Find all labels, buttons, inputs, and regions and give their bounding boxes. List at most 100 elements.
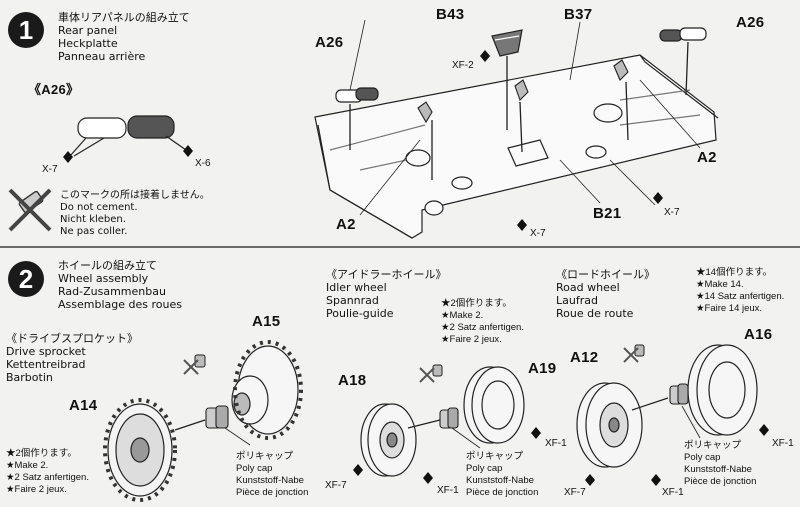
polycap-1-jp: ポリキャップ [236, 451, 294, 462]
make-14-note: ★14個作ります。 ★Make 14. ★14 Satz anfertigen.… [696, 267, 784, 315]
idler-fr: Poulie-guide [326, 307, 394, 320]
paint-label-xf7-b: XF-7 [564, 487, 586, 498]
polycap-note-2: ポリキャップ Poly cap Kunststoff-Nabe Pièce de… [466, 451, 538, 499]
lower-socket [424, 200, 444, 216]
no-cement-marks [183, 347, 639, 383]
paint-drop-xf1-a [423, 472, 433, 484]
paint-label-x7-b: X-7 [664, 207, 680, 218]
paint-drop-x7-c [517, 219, 527, 231]
paint-drop-xf7-a [353, 464, 363, 476]
make-2-idler-fr: ★Faire 2 jeux. [441, 334, 502, 345]
polycap-2 [439, 407, 459, 429]
a2-hooks [417, 59, 629, 124]
part-label-a19: A19 [528, 360, 557, 377]
polycap-1 [205, 405, 229, 429]
polycap-3-fr: Pièce de jonction [684, 476, 757, 487]
part-label-a26-right: A26 [736, 14, 765, 31]
drive-sprocket-a14 [103, 398, 177, 502]
b21-bracket [507, 139, 549, 167]
no-cement-fr: Ne pas coller. [60, 226, 128, 237]
road-jp: 《ロードホイール》 [556, 268, 655, 281]
idler-en: Idler wheel [326, 281, 387, 294]
make-2-idler-de: ★2 Satz anfertigen. [441, 322, 524, 333]
paint-label-xf7-a: XF-7 [325, 480, 347, 491]
paint-label-xf1-a: XF-1 [437, 485, 459, 496]
polycap-note-1: ポリキャップ Poly cap Kunststoff-Nabe Pièce de… [236, 451, 308, 499]
no-cement-en: Do not cement. [60, 202, 138, 213]
make-2-idler-note: ★2個作ります。 ★Make 2. ★2 Satz anfertigen. ★F… [441, 298, 524, 346]
sprocket-heading: 《ドライブスプロケット》 Drive sprocket Kettentreibr… [6, 332, 138, 384]
sprocket-fr: Barbotin [6, 371, 53, 384]
polycap-note-3: ポリキャップ Poly cap Kunststoff-Nabe Pièce de… [684, 440, 756, 488]
part-label-b21: B21 [593, 205, 622, 222]
make-2-sprocket-en: ★Make 2. [6, 460, 49, 471]
paint-drop-x7-a [63, 151, 73, 163]
part-label-a18: A18 [338, 372, 367, 389]
polycap-2-de: Kunststoff-Nabe [466, 475, 534, 486]
idler-heading: 《アイドラーホイール》 Idler wheel Spannrad Poulie-… [326, 268, 446, 320]
step-1-title-jp: 車体リアパネルの組み立て [58, 11, 190, 24]
small-polycap-2 [432, 364, 443, 377]
paint-label-xf1-c: XF-1 [662, 487, 684, 498]
part-label-a15: A15 [252, 313, 281, 330]
small-polycap-1 [194, 354, 206, 368]
paint-drop-xf1-b [531, 427, 541, 439]
socket-b21-right [585, 145, 607, 159]
idler-wheel-a18 [360, 403, 417, 477]
road-wheel-a16 [687, 344, 758, 436]
polycap-3-en: Poly cap [684, 452, 721, 463]
step-1-title-en: Rear panel [58, 24, 118, 37]
polycap-2-en: Poly cap [466, 463, 503, 474]
make-14-de: ★14 Satz anfertigen. [696, 291, 785, 302]
make-2-idler-en: ★Make 2. [441, 310, 484, 321]
make-14-jp: ★14個作ります。 [696, 267, 773, 278]
drive-sprocket-a15 [231, 340, 303, 440]
part-label-b37: B37 [564, 6, 593, 23]
road-en: Road wheel [556, 281, 620, 294]
sprocket-jp: 《ドライブスプロケット》 [6, 332, 138, 345]
polycap-2-fr: Pièce de jonction [466, 487, 539, 498]
part-label-b43: B43 [436, 6, 465, 23]
paint-drop-x7-b [653, 192, 663, 204]
section-divider [0, 246, 800, 248]
part-label-a14: A14 [69, 397, 98, 414]
a26-lamp-right [659, 27, 707, 42]
b43-part [491, 29, 523, 57]
polycap-3-de: Kunststoff-Nabe [684, 464, 752, 475]
a26-lamp-lens [127, 115, 175, 139]
step-2-title-block: ホイールの組み立て Wheel assembly Rad-Zusammenbau… [58, 259, 182, 311]
step-2-title-fr: Assemblage des roues [58, 298, 182, 311]
make-2-idler-jp: ★2個作ります。 [441, 298, 512, 309]
part-label-a16: A16 [744, 326, 773, 343]
rear-panel-hull [314, 54, 719, 239]
make-2-sprocket-note: ★2個作ります。 ★Make 2. ★2 Satz anfertigen. ★F… [6, 448, 89, 496]
paint-label-x7-a: X-7 [42, 164, 58, 175]
idler-jp: 《アイドラーホイール》 [326, 268, 447, 281]
no-cement-icon [8, 188, 52, 232]
road-wheel-a12 [576, 382, 643, 468]
a26-lamp-left [335, 87, 379, 103]
detail-label-a26: 《A26》 [28, 82, 80, 97]
no-cement-jp: このマークの所は接着しません。 [60, 190, 210, 201]
part-label-a2-left: A2 [336, 216, 356, 233]
part-label-a12: A12 [570, 349, 599, 366]
paint-drop-x6 [183, 145, 193, 157]
polycap-1-en: Poly cap [236, 463, 273, 474]
leader-x6 [165, 135, 187, 151]
step-number-1: 1 [8, 12, 44, 48]
step-2-title-en: Wheel assembly [58, 272, 149, 285]
tow-hook-right [593, 103, 623, 123]
idler-de: Spannrad [326, 294, 379, 307]
make-2-sprocket-jp: ★2個作ります。 [6, 448, 77, 459]
polycap-3-jp: ポリキャップ [684, 440, 742, 451]
make-2-sprocket-de: ★2 Satz anfertigen. [6, 472, 89, 483]
step-1-title-fr: Panneau arrière [58, 50, 146, 63]
idler-wheel-a19 [463, 366, 525, 444]
step-1-title-block: 車体リアパネルの組み立て Rear panel Heckplatte Panne… [58, 11, 190, 63]
step-2-title-jp: ホイールの組み立て [58, 259, 157, 272]
a26-lamp-body [77, 117, 127, 139]
make-14-en: ★Make 14. [696, 279, 744, 290]
step-2-title-de: Rad-Zusammenbau [58, 285, 166, 298]
road-heading: 《ロードホイール》 Road wheel Laufrad Roue de rou… [556, 268, 655, 320]
